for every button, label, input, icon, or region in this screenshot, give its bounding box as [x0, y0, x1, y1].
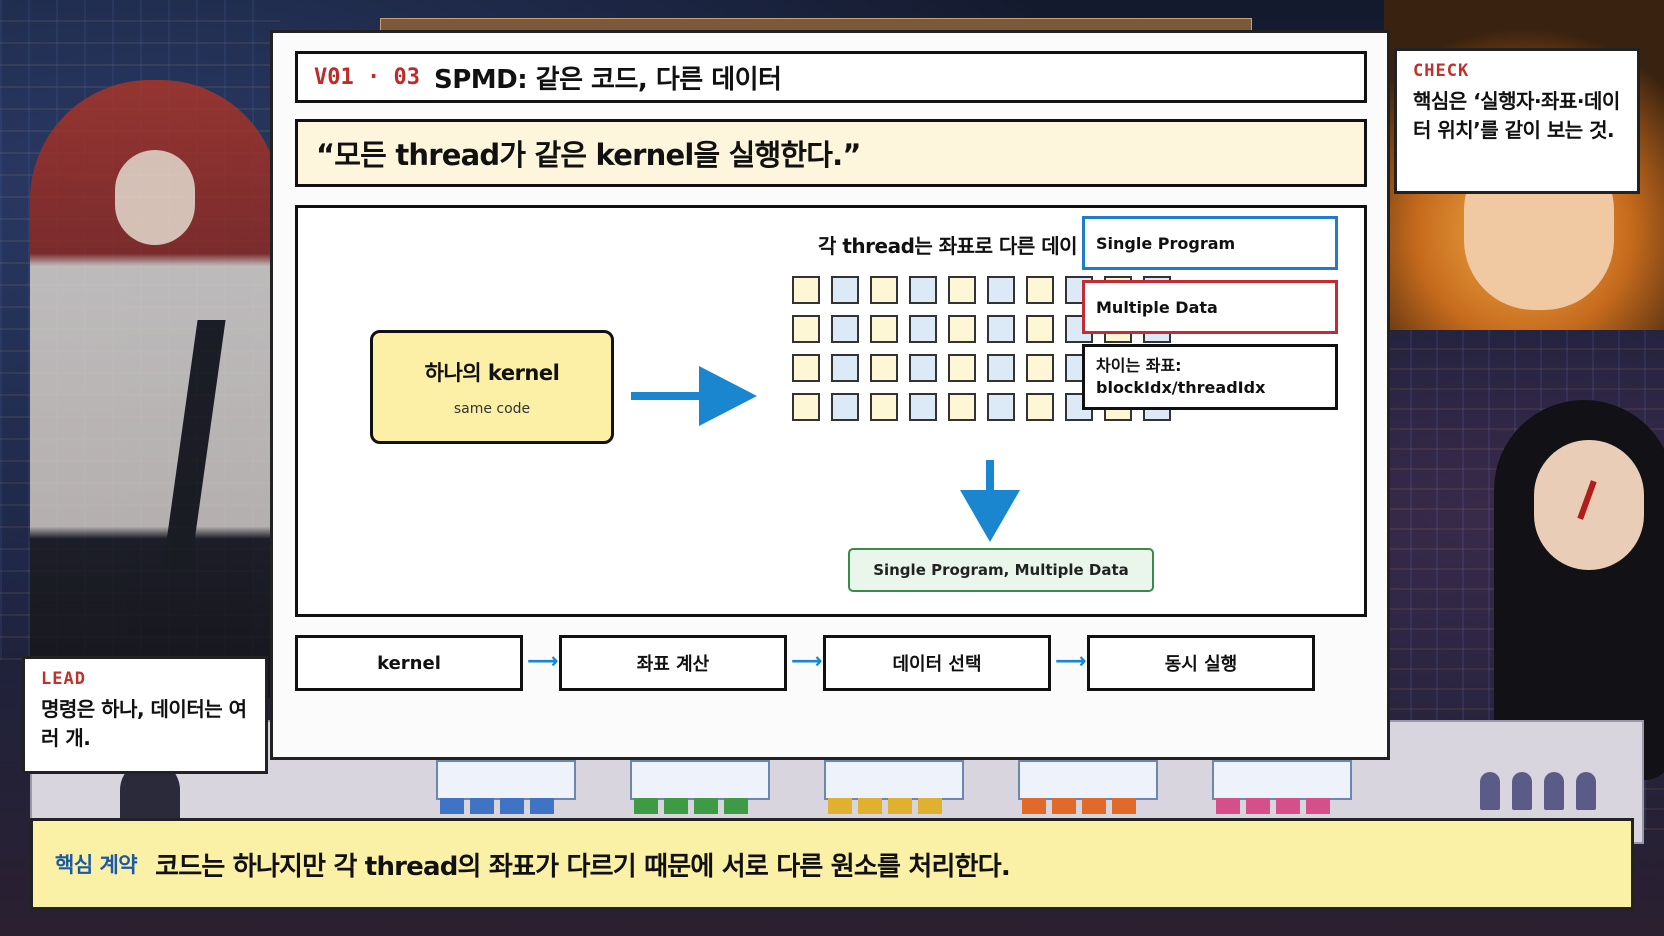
kernel-subtitle: same code	[453, 401, 531, 417]
thread-cell	[909, 276, 937, 304]
thread-cell	[831, 393, 859, 421]
arrow-shaft	[631, 392, 703, 400]
key-quote: “모든 thread가 같은 kernel을 실행한다.”	[295, 119, 1367, 187]
banner-label: 핵심 계약	[55, 853, 138, 877]
process-steps: kernel ⟶ 좌표 계산 ⟶ 데이터 선택 ⟶ 동시 실행	[295, 635, 1367, 691]
strip-block	[630, 760, 770, 800]
coordinate-label-line1: 차이는 좌표:	[1096, 356, 1182, 375]
character-tie	[162, 320, 226, 570]
step-coordinate-calc: 좌표 계산	[559, 635, 787, 691]
spmd-diagram: 하나의 kernel same code 각 thread는 좌표로 다른 데이…	[295, 205, 1367, 617]
strip-cells-orange	[1022, 798, 1136, 814]
thread-cell	[987, 315, 1015, 343]
multiple-data-label: Multiple Data	[1082, 280, 1338, 334]
thread-cell	[831, 354, 859, 382]
arrow-right-icon	[631, 366, 757, 426]
kernel-box: 하나의 kernel same code	[370, 330, 614, 444]
strip-cells-green	[634, 798, 748, 814]
kernel-title: 하나의 kernel	[424, 361, 560, 385]
strip-cells-pink	[1216, 798, 1330, 814]
thread-cell	[948, 315, 976, 343]
step-parallel-exec: 동시 실행	[1087, 635, 1315, 691]
slide-code: V01 · 03	[314, 64, 420, 90]
step-arrow-icon: ⟶	[527, 649, 559, 674]
lead-label: LEAD	[41, 669, 86, 689]
coordinate-label-line2: blockIdx/threadIdx	[1096, 378, 1266, 397]
thread-cell	[870, 315, 898, 343]
arrow-head	[960, 490, 1020, 542]
thread-cell	[1026, 315, 1054, 343]
banner-text: 코드는 하나지만 각 thread의 좌표가 다르기 때문에 서로 다른 원소를…	[155, 851, 1011, 882]
character-face	[115, 150, 195, 245]
arrow-down-icon	[960, 460, 1020, 542]
thread-cell	[792, 276, 820, 304]
red-haired-character-illustration	[30, 80, 280, 700]
thread-cell	[948, 393, 976, 421]
main-slide: V01 · 03 SPMD: 같은 코드, 다른 데이터 “모든 thread가…	[270, 30, 1390, 760]
thread-cell	[987, 354, 1015, 382]
step-kernel: kernel	[295, 635, 523, 691]
strip-cells-yellow	[828, 798, 942, 814]
check-label: CHECK	[1413, 61, 1470, 81]
thread-cell	[792, 354, 820, 382]
thread-cell	[870, 393, 898, 421]
thread-cell	[909, 393, 937, 421]
strip-block	[436, 760, 576, 800]
arrow-head	[699, 366, 757, 426]
character-face	[1534, 440, 1644, 570]
step-arrow-icon: ⟶	[791, 649, 823, 674]
check-callout: CHECK 핵심은 ‘실행자·좌표·데이터 위치’를 같이 보는 것.	[1394, 48, 1640, 194]
thread-cell	[792, 315, 820, 343]
person-icon	[1480, 772, 1500, 810]
thread-cell	[831, 276, 859, 304]
arrow-shaft	[986, 460, 994, 494]
thread-cell	[987, 276, 1015, 304]
thread-cell	[792, 393, 820, 421]
thread-cell	[1026, 276, 1054, 304]
person-icon	[1576, 772, 1596, 810]
dark-haired-character-panel	[1384, 330, 1664, 850]
strip-block	[1212, 760, 1352, 800]
person-icon	[1512, 772, 1532, 810]
thread-cell	[870, 354, 898, 382]
lead-text: 명령은 하나, 데이터는 여러 개.	[41, 697, 247, 750]
thread-cell	[948, 354, 976, 382]
step-data-select: 데이터 선택	[823, 635, 1051, 691]
strip-cells-blue	[440, 798, 554, 814]
slide-title-bar: V01 · 03 SPMD: 같은 코드, 다른 데이터	[295, 51, 1367, 103]
step-arrow-icon: ⟶	[1055, 649, 1087, 674]
grid-heading: 각 thread는 좌표로 다른 데이	[818, 234, 1078, 258]
check-text: 핵심은 ‘실행자·좌표·데이터 위치’를 같이 보는 것.	[1413, 89, 1620, 142]
thread-cell	[1026, 393, 1054, 421]
thread-cell	[909, 315, 937, 343]
coordinate-difference-label: 차이는 좌표: blockIdx/threadIdx	[1082, 344, 1338, 410]
spmd-result-box: Single Program, Multiple Data	[848, 548, 1154, 592]
person-icon	[1544, 772, 1564, 810]
strip-block	[824, 760, 964, 800]
thread-cell	[1026, 354, 1054, 382]
lead-callout: LEAD 명령은 하나, 데이터는 여러 개.	[22, 656, 268, 774]
strip-block	[1018, 760, 1158, 800]
slide-title: SPMD: 같은 코드, 다른 데이터	[433, 64, 782, 95]
single-program-label: Single Program	[1082, 216, 1338, 270]
thread-cell	[909, 354, 937, 382]
people-icons	[1480, 772, 1596, 810]
thread-cell	[870, 276, 898, 304]
thread-cell	[987, 393, 1015, 421]
thread-cell	[948, 276, 976, 304]
core-contract-banner: 핵심 계약 코드는 하나지만 각 thread의 좌표가 다르기 때문에 서로 …	[30, 818, 1634, 910]
thread-cell	[831, 315, 859, 343]
